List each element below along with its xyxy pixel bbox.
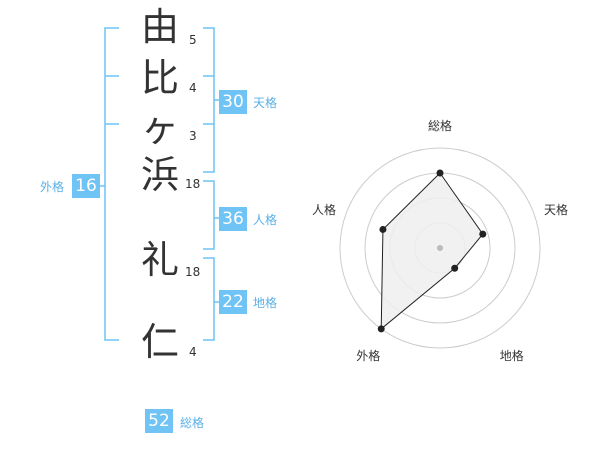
bracket-tenkaku	[203, 27, 219, 173]
radar-ring	[339, 147, 541, 349]
radar-point-2	[479, 230, 487, 238]
radar-axis-label-2: 天格	[544, 203, 569, 218]
name-char-5: 礼	[140, 238, 179, 282]
jinkaku-label: 人格	[253, 213, 278, 227]
stroke-count-2: 4	[189, 81, 197, 95]
stroke-count-4: 18	[185, 177, 201, 191]
radar-axis-label-3: 地格	[499, 348, 524, 363]
stroke-count-5: 18	[185, 265, 201, 279]
soukaku-value: 52	[145, 409, 173, 433]
bracket-gaikaku	[100, 27, 119, 341]
name-char-6: 仁	[140, 320, 179, 364]
radar-point-4	[377, 325, 385, 333]
bracket-chikaku	[203, 257, 219, 341]
bracket-jinkaku	[203, 180, 219, 250]
stroke-count-3: 3	[189, 129, 197, 143]
radar-center-dot	[437, 245, 443, 251]
name-char-2: 比	[140, 56, 179, 100]
radar-axis-label-1: 総格	[427, 119, 453, 133]
gaikaku-value: 16	[72, 174, 100, 198]
radar-point-3	[451, 264, 459, 272]
stroke-count-1: 5	[189, 33, 197, 47]
chikaku-label: 地格	[253, 296, 278, 310]
radar-point-5	[379, 225, 387, 233]
jinkaku-value: 36	[219, 207, 247, 231]
radar-point-1	[436, 169, 444, 177]
radar-axis-label-4: 外格	[356, 348, 381, 363]
radar-axis-label-5: 人格	[311, 203, 336, 218]
name-char-4: 浜	[140, 153, 179, 197]
gaikaku-label: 外格	[40, 180, 65, 194]
soukaku-label: 総格	[180, 416, 205, 430]
chikaku-value: 22	[219, 290, 247, 314]
name-char-3: ヶ	[140, 106, 179, 150]
stroke-count-6: 4	[189, 345, 197, 359]
tenkaku-value: 30	[219, 90, 247, 114]
name-char-1: 由	[140, 5, 179, 49]
tenkaku-label: 天格	[253, 96, 278, 110]
radar-polygon	[380, 172, 484, 330]
